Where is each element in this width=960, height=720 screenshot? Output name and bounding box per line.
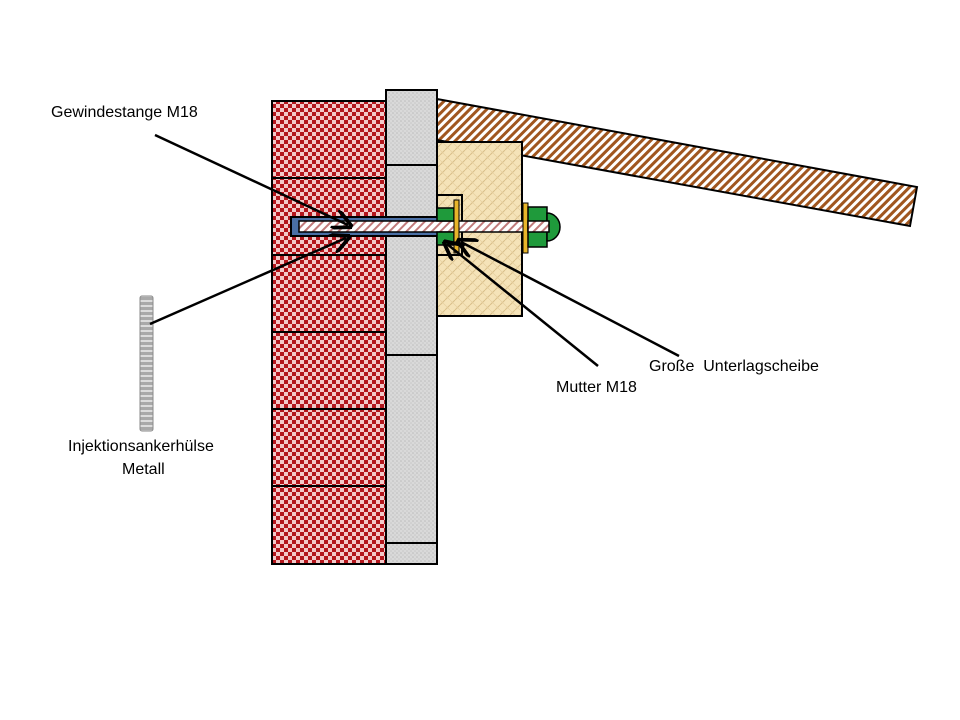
- inner-nut-lower: [436, 231, 455, 246]
- concrete-layer: [385, 89, 438, 565]
- leader-rod: [154, 133, 348, 225]
- label-nut: Mutter M18: [556, 379, 637, 396]
- inner-nut: [436, 207, 455, 222]
- leader-sleeve: [149, 238, 346, 326]
- cap-nut: [546, 212, 561, 242]
- label-threaded-rod: Gewindestange M18: [51, 104, 198, 121]
- sleeve-illustration: [139, 295, 154, 432]
- label-washer: Große Unterlagscheibe: [649, 358, 819, 375]
- leader-washer: [461, 242, 680, 358]
- inner-washer: [453, 199, 460, 254]
- label-injection-sleeve: Injektionsankerhülse: [68, 438, 214, 455]
- threaded-rod: [298, 220, 550, 233]
- brick-wall: [271, 100, 387, 565]
- label-injection-sleeve-material: Metall: [122, 461, 165, 478]
- timber-rafter: [436, 97, 919, 228]
- rod-end: [527, 220, 550, 233]
- leader-nut: [447, 244, 599, 367]
